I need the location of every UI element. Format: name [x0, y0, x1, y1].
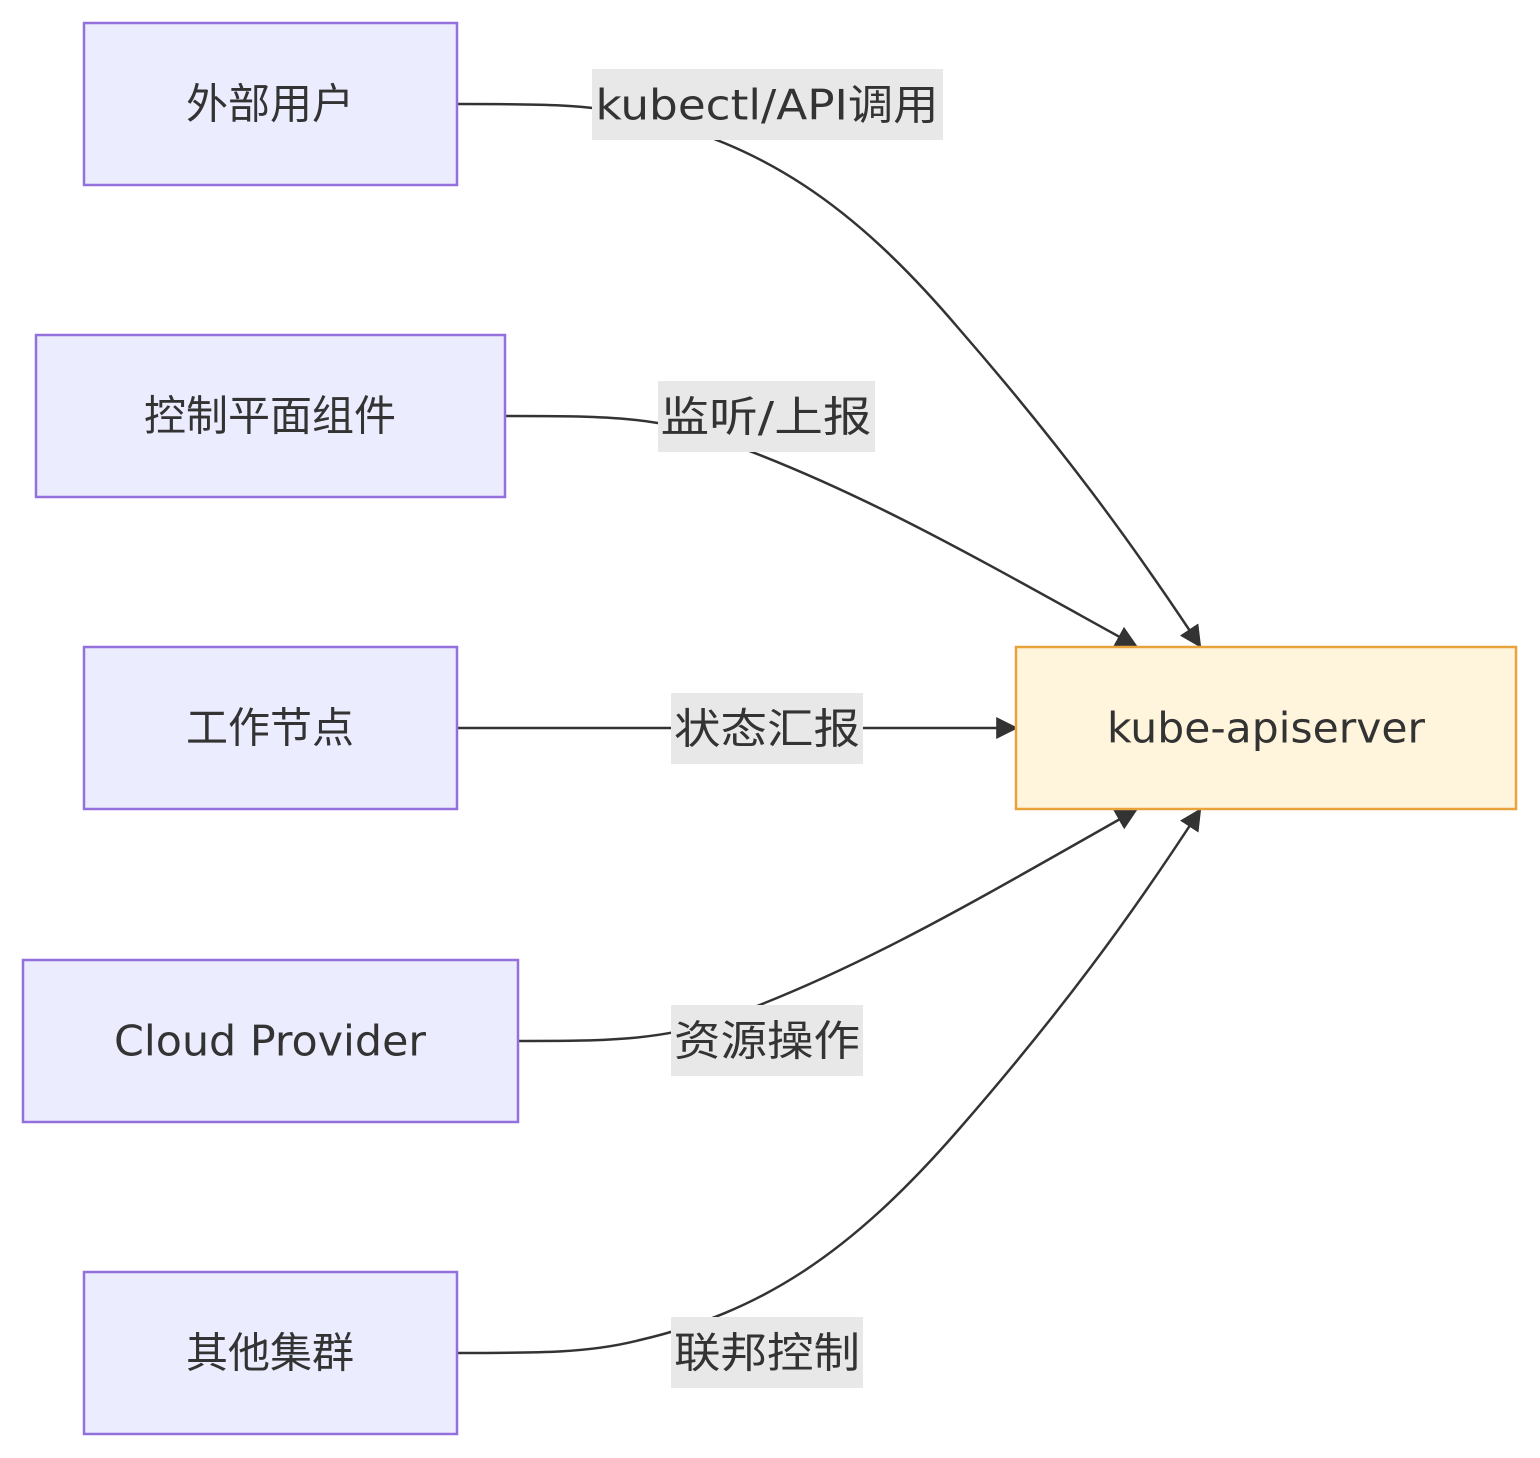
edge-label-text: 状态汇报	[674, 705, 860, 754]
edge-label-text: 监听/上报	[661, 393, 872, 442]
node-label: 其他集群	[186, 1329, 354, 1378]
edge-label-worker-nodes: 状态汇报	[671, 693, 863, 764]
edge-label-text: 联邦控制	[674, 1329, 860, 1378]
edge-label-external-users: kubectl/API调用	[592, 69, 943, 140]
edge-label-text: 资源操作	[674, 1017, 860, 1066]
edge-other-clusters-to-apiserver	[457, 808, 1202, 1355]
node-label: 工作节点	[186, 704, 354, 753]
node-other-clusters[interactable]: 其他集群	[82, 1270, 459, 1436]
edge-label-text: kubectl/API调用	[596, 81, 939, 130]
edge-label-control-plane: 监听/上报	[658, 381, 875, 452]
edge-control-plane-to-apiserver	[505, 414, 1138, 648]
node-label: kube-apiserver	[1107, 704, 1426, 753]
node-worker-nodes[interactable]: 工作节点	[82, 645, 459, 811]
edge-labels: kubectl/API调用 监听/上报 状态汇报 资源操作 联邦控制	[592, 69, 943, 1388]
node-kube-apiserver[interactable]: kube-apiserver	[1014, 645, 1518, 811]
edge-label-other-clusters: 联邦控制	[671, 1317, 863, 1388]
node-control-plane[interactable]: 控制平面组件	[34, 333, 507, 499]
node-label: 外部用户	[186, 80, 354, 129]
node-cloud-provider[interactable]: Cloud Provider	[21, 958, 520, 1124]
source-nodes: 外部用户 控制平面组件 工作节点 Cloud Provider 其他集群	[21, 21, 520, 1436]
node-label: 控制平面组件	[144, 392, 396, 441]
node-label: Cloud Provider	[114, 1017, 427, 1066]
edge-label-cloud-provider: 资源操作	[671, 1005, 863, 1076]
edge-external-users-to-apiserver	[457, 102, 1202, 648]
edge-cloud-provider-to-apiserver	[518, 808, 1138, 1043]
node-external-users[interactable]: 外部用户	[82, 21, 459, 187]
